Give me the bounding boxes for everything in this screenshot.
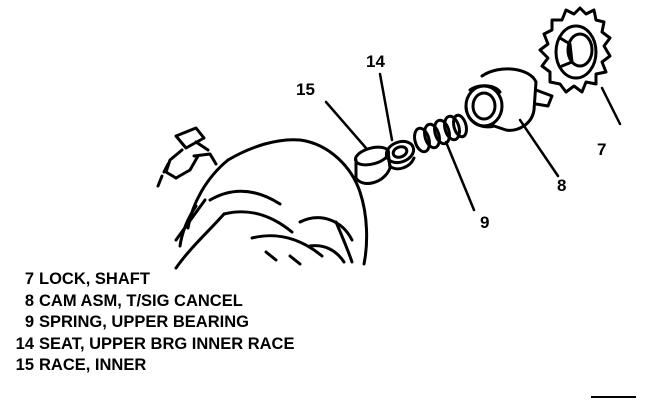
part-15-inner-race: [353, 145, 392, 185]
legend-label: CAM ASM, T/SIG CANCEL: [39, 291, 243, 310]
legend-number: 15: [15, 356, 34, 374]
legend-label: RACE, INNER: [39, 356, 147, 374]
leader-14: [378, 72, 394, 142]
part-9-spring: [413, 113, 468, 154]
legend-label: LOCK, SHAFT: [39, 270, 150, 288]
callout-9: 9: [480, 213, 490, 232]
parts-legend: 7 LOCK, SHAFT 8 CAM ASM, T/SIG CANCEL 9 SPR…: [8, 269, 295, 377]
leader-7: [600, 86, 622, 126]
legend-label: SEAT, UPPER BRG INNER RACE: [39, 334, 295, 353]
steering-column-housing: [174, 138, 369, 270]
ignition-key-assembly: [156, 126, 218, 188]
legend-item: 7 LOCK, SHAFT: [8, 269, 294, 291]
part-7-shaft-lock: [538, 6, 612, 94]
legend-number: 8: [24, 291, 34, 310]
callout-7: 7: [597, 140, 607, 159]
footer-rule: [591, 396, 636, 398]
legend-label: SPRING, UPPER BEARING: [39, 313, 249, 331]
legend-number: 7: [24, 270, 34, 288]
callout-15: 15: [296, 80, 315, 99]
legend-number: 9: [24, 313, 34, 331]
leader-lines: [324, 72, 622, 212]
callout-14: 14: [366, 52, 385, 71]
legend-number: 14: [15, 334, 34, 353]
legend-item: 8 CAM ASM, T/SIG CANCEL: [8, 291, 294, 313]
callout-8: 8: [557, 176, 567, 195]
legend-item: 15 RACE, INNER: [8, 355, 294, 377]
leader-8: [518, 118, 560, 178]
leader-9: [444, 140, 476, 212]
part-14-seat: [384, 139, 416, 171]
part-8-cam-assembly: [464, 67, 554, 132]
legend-item: 14 SEAT, UPPER BRG INNER RACE: [8, 334, 295, 356]
leader-15: [324, 100, 368, 150]
legend-item: 9 SPRING, UPPER BEARING: [8, 312, 294, 334]
